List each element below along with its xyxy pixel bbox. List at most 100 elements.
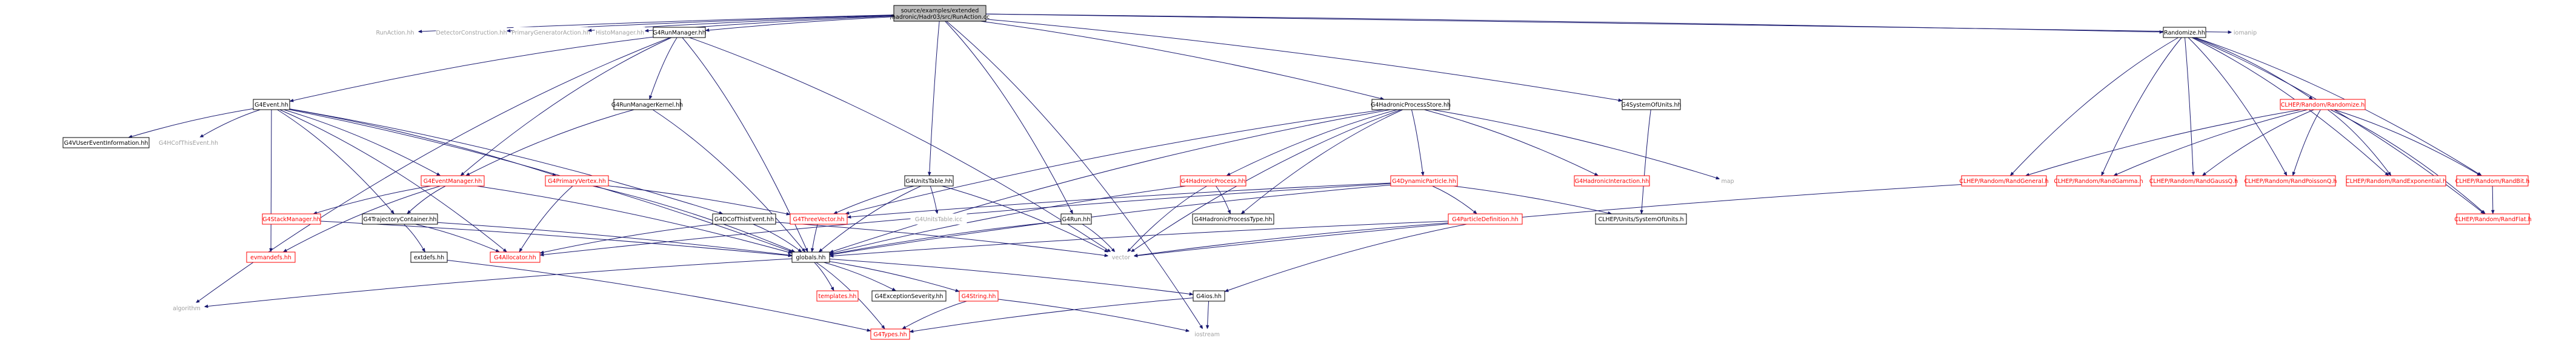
node-box	[790, 213, 848, 225]
node-G4HadronicInteraction[interactable]: G4HadronicInteraction.hh	[1574, 175, 1650, 187]
node-G4ExceptionSeverity[interactable]: G4ExceptionSeverity.hh	[871, 290, 947, 302]
edge-G4Event-to-globals	[289, 109, 793, 253]
node-label: iostream	[1194, 331, 1220, 338]
node-box	[2151, 175, 2237, 187]
edge-G4ios-to-iostream	[1205, 301, 1210, 330]
node-label: source/examples/extended	[901, 7, 979, 14]
node-extdefs[interactable]: extdefs.hh	[410, 251, 448, 263]
node-box	[421, 175, 485, 187]
node-label: G4RunManagerKernel.hh	[611, 102, 683, 108]
node-box	[410, 251, 448, 263]
node-G4StackManager[interactable]: G4StackManager.hh	[262, 213, 321, 225]
node-label: G4EventManager.hh	[424, 178, 482, 185]
node-G4ThreeVector[interactable]: G4ThreeVector.hh	[790, 213, 848, 225]
edge-G4UnitsTable-to-globals	[818, 185, 922, 253]
node-CLHEP_Random_RandBit[interactable]: CLHEP/Random/RandBit.h	[2455, 175, 2530, 187]
node-G4Run[interactable]: G4Run.hh	[1060, 213, 1092, 225]
node-G4PrimaryVertex[interactable]: G4PrimaryVertex.hh	[545, 175, 609, 187]
node-G4ios[interactable]: G4ios.hh	[1193, 290, 1225, 302]
edge-CLHEP_Random_Randomize-to-CLHEP_Random_RandPoissonQ	[2292, 109, 2321, 176]
node-G4Event[interactable]: G4Event.hh	[253, 99, 290, 110]
node-templates[interactable]: templates.hh	[816, 290, 859, 302]
node-CLHEP_Random_RandFlat[interactable]: CLHEP/Random/RandFlat.h	[2454, 213, 2532, 225]
node-CLHEP_Random_RandGamma[interactable]: CLHEP/Random/RandGamma.h	[2054, 175, 2143, 187]
edge-G4RunManagerKernel-to-globals	[652, 109, 806, 253]
node-box	[1371, 99, 1450, 110]
edge-G4Event-to-G4DCofThisEvent	[289, 108, 724, 214]
node-G4RunManager[interactable]: G4RunManager.hh	[653, 27, 706, 38]
edge-G4HadronicProcessStore-to-globals	[829, 109, 1391, 253]
node-label: CLHEP/Random/RandExponential.h	[2346, 178, 2446, 185]
node-label: PrimaryGeneratorAction.hh	[511, 30, 590, 36]
node-G4UnitsTable[interactable]: G4UnitsTable.hh	[904, 175, 954, 187]
node-CLHEP_Random_RandPoissonQ[interactable]: CLHEP/Random/RandPoissonQ.h	[2245, 175, 2337, 187]
node-G4TrajectoryContainer[interactable]: G4TrajectoryContainer.hh	[362, 213, 438, 225]
node-G4ParticleDefinition[interactable]: G4ParticleDefinition.hh	[1448, 213, 1523, 225]
edge-G4HadronicProcessStore-to-G4HadronicInteraction	[1424, 109, 1599, 176]
node-G4SystemOfUnits[interactable]: G4SystemOfUnits.hh	[1621, 99, 1682, 110]
edge-G4HadronicProcess-to-globals	[829, 185, 1186, 254]
node-box	[2280, 99, 2366, 110]
node-box	[2346, 175, 2446, 187]
node-DetectorConstruction: DetectorConstruction.hh	[436, 27, 507, 38]
node-CLHEP_Random_RandGaussQ[interactable]: CLHEP/Random/RandGaussQ.h	[2149, 175, 2238, 187]
node-CLHEP_Random_RandGeneral[interactable]: CLHEP/Random/RandGeneral.h	[1959, 175, 2049, 187]
node-G4RunManagerKernel[interactable]: G4RunManagerKernel.hh	[611, 99, 683, 110]
node-box	[1193, 290, 1225, 302]
edge-G4EventManager-to-evmandefs	[282, 185, 441, 253]
node-G4Allocator[interactable]: G4Allocator.hh	[490, 251, 541, 263]
node-label: G4UnitsTable.icc	[915, 216, 962, 223]
node-Randomize[interactable]: Randomize.hh	[2163, 27, 2206, 38]
node-G4HadronicProcess[interactable]: G4HadronicProcess.hh	[1180, 175, 1246, 187]
edge-G4Run-to-globals	[829, 221, 1062, 256]
node-CLHEP_Units_SystemOfUnits[interactable]: CLHEP/Units/SystemOfUnits.h	[1595, 213, 1687, 225]
node-root[interactable]: source/examples/extended/hadronic/Hadr03…	[890, 5, 990, 22]
node-label: G4ThreeVector.hh	[793, 216, 844, 223]
node-label: CLHEP/Random/RandGamma.h	[2054, 178, 2143, 185]
node-evmandefs[interactable]: evmandefs.hh	[246, 251, 296, 263]
edge-G4String-to-iostream	[997, 299, 1190, 333]
edge-G4HadronicProcess-to-vector	[1127, 185, 1208, 253]
node-algorithm: algorithm	[168, 302, 205, 314]
node-G4HadronicProcessStore[interactable]: G4HadronicProcessStore.hh	[1371, 99, 1451, 110]
node-RunAction: RunAction.hh	[371, 27, 419, 38]
node-box	[653, 27, 706, 38]
edge-Randomize-to-CLHEP_Random_RandGaussQ	[2185, 37, 2195, 176]
edge-G4ParticleDefinition-to-vector	[1133, 222, 1449, 258]
edge-G4UnitsTable-to-vector	[942, 185, 1109, 253]
node-label: HistoManager.hh	[596, 30, 644, 36]
edge-G4Event-to-G4Allocator	[279, 109, 507, 253]
edge-G4EventManager-to-G4TrajectoryContainer	[407, 185, 446, 214]
edge-G4HadronicProcessStore-to-G4ThreeVector	[845, 109, 1385, 215]
node-G4DCofThisEvent[interactable]: G4DCofThisEvent.hh	[712, 213, 776, 225]
node-box	[910, 213, 967, 225]
node-label: templates.hh	[819, 293, 857, 300]
edge-root-to-G4RunManager	[705, 16, 894, 32]
edge-root-to-G4UnitsTable	[928, 21, 940, 176]
node-box	[870, 328, 910, 340]
node-G4String[interactable]: G4String.hh	[959, 290, 999, 302]
node-label: G4UnitsTable.hh	[905, 178, 952, 185]
node-globals[interactable]: globals.hh	[791, 251, 830, 263]
node-G4Types[interactable]: G4Types.hh	[870, 328, 910, 340]
edge-G4HadronicProcessStore-to-G4DynamicParticle	[1411, 109, 1425, 176]
node-box	[1390, 175, 1458, 187]
node-G4DynamicParticle[interactable]: G4DynamicParticle.hh	[1390, 175, 1458, 187]
node-G4VUserEventInformation[interactable]: G4VUserEventInformation.hh	[62, 137, 150, 148]
node-label: G4ParticleDefinition.hh	[1452, 216, 1519, 223]
node-label: G4Allocator.hh	[494, 254, 536, 261]
node-label: G4StackManager.hh	[262, 216, 321, 223]
edge-Randomize-to-CLHEP_Random_Randomize	[2194, 37, 2314, 100]
edge-G4TrajectoryContainer-to-globals	[437, 222, 793, 257]
node-box	[1060, 213, 1092, 225]
node-CLHEP_Random_Randomize[interactable]: CLHEP/Random/Randomize.h	[2280, 99, 2366, 110]
node-label: map	[1721, 178, 1734, 185]
node-CLHEP_Random_RandExponential[interactable]: CLHEP/Random/RandExponential.h	[2346, 175, 2446, 187]
node-G4EventManager[interactable]: G4EventManager.hh	[421, 175, 485, 187]
node-G4UnitsTable_icc: G4UnitsTable.icc	[910, 213, 967, 225]
node-label: G4Run.hh	[1062, 216, 1091, 223]
node-box	[490, 251, 541, 263]
node-box	[1574, 175, 1650, 187]
node-G4HadronicProcessType[interactable]: G4HadronicProcessType.hh	[1192, 213, 1274, 225]
edge-CLHEP_Random_Randomize-to-CLHEP_Random_RandGeneral	[2025, 109, 2301, 176]
